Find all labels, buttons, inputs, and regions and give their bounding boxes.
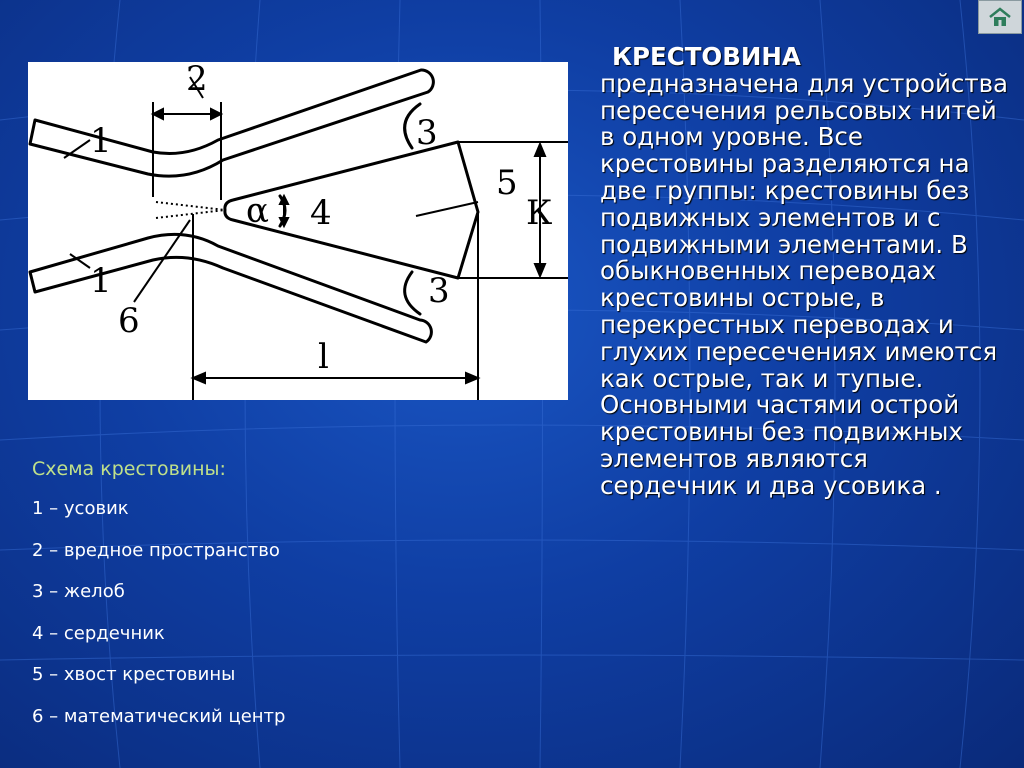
legend-item-2: 2 – вредное пространство — [32, 539, 280, 561]
heading: КРЕСТОВИНА — [612, 42, 801, 71]
label-6: 6 — [118, 301, 140, 341]
legend-item-6: 6 – математический центр — [32, 705, 286, 727]
legend-title: Схема крестовины: — [32, 458, 226, 480]
label-alpha: α — [246, 191, 269, 231]
frog-diagram: 1 1 2 3 3 4 5 6 α К l — [28, 62, 568, 400]
flangeway-arc-bottom — [403, 270, 422, 316]
home-icon — [989, 7, 1011, 26]
legend-item-4: 4 – сердечник — [32, 622, 165, 644]
label-3-top: 3 — [416, 113, 438, 153]
description-text: предназначена для устройства пересечения… — [600, 68, 1009, 500]
math-center-lines — [155, 201, 226, 219]
label-k: К — [526, 193, 552, 233]
legend: Схема крестовины: 1 – усовик 2 – вредное… — [32, 458, 592, 747]
frog-diagram-svg: 1 1 2 3 3 4 5 6 α К l — [28, 62, 568, 400]
label-1-top: 1 — [90, 121, 112, 161]
label-3-bottom: 3 — [428, 271, 450, 311]
flangeway-arc-top — [403, 102, 422, 150]
label-1-bottom: 1 — [90, 261, 112, 301]
description-panel: КРЕСТОВИНА предназначена для устройства … — [600, 42, 1010, 500]
wing-rail-bottom — [28, 232, 433, 344]
label-2: 2 — [186, 62, 208, 99]
label-l: l — [318, 337, 329, 377]
label-5: 5 — [496, 163, 518, 203]
legend-item-1: 1 – усовик — [32, 498, 129, 519]
home-button[interactable] — [978, 0, 1022, 34]
legend-item-3: 3 – желоб — [32, 581, 125, 602]
label-4: 4 — [310, 193, 332, 233]
wing-rail-top — [28, 68, 435, 178]
legend-item-5: 5 – хвост крестовины — [32, 664, 236, 685]
